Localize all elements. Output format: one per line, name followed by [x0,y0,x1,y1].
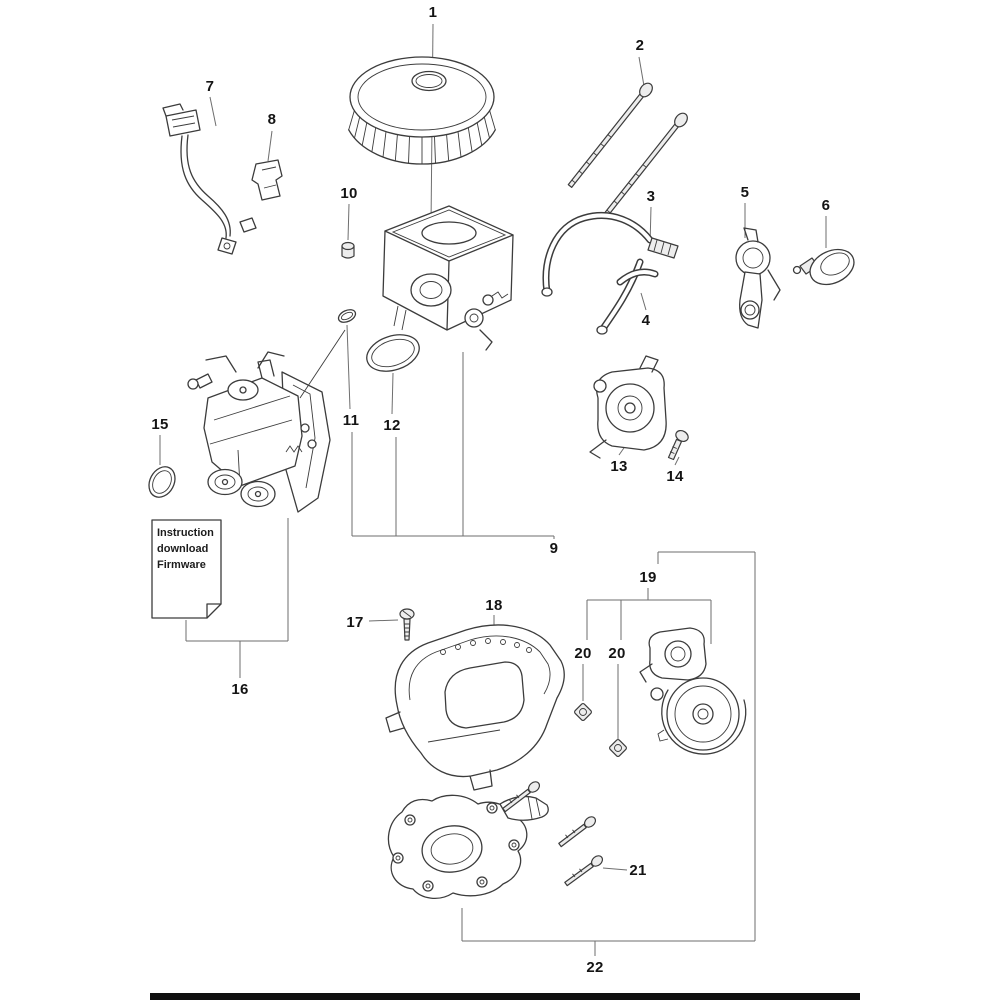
part-label-14: 14 [666,468,684,485]
small-oring-drawing [337,309,357,323]
note-line-1: Instruction [157,527,214,539]
part-label-19: 19 [639,569,657,586]
cap-nut-drawing [341,241,355,259]
note-line-3: Firmware [157,558,206,571]
air-filter-drawing [348,56,496,165]
part-label-15: 15 [151,416,169,433]
part-label-8: 8 [267,111,277,128]
instruction-note-frame [151,519,222,619]
intake-bolts-drawing [502,781,604,887]
carb-bracket-drawing [382,205,514,351]
part-label-13: 13 [610,458,628,475]
instruction-note-box: Instruction download Firmware [157,526,217,574]
part-label-9: 9 [549,540,559,557]
bar-nuts-drawing [574,703,627,757]
part-label-22: 22 [586,959,604,976]
part-label-11: 11 [342,412,360,429]
gasket-drawing [366,334,420,372]
part-label-21: 21 [629,862,647,879]
part-label-3: 3 [646,188,656,205]
wiring-harness-drawing [162,103,257,255]
top-cover-drawing [385,624,565,791]
part-label-20a: 20 [574,645,592,662]
fuel-hose-drawing [541,211,679,335]
part-label-7: 7 [205,78,215,95]
clutch-assembly-drawing [639,627,747,755]
part-label-17: 17 [346,614,364,631]
part-label-2: 2 [635,37,645,54]
part-label-5: 5 [740,184,750,201]
oil-pump-drawing [589,355,667,459]
part-label-20b: 20 [608,645,626,662]
part-label-1: 1 [428,4,438,21]
carburetor-drawing [187,329,346,513]
part-label-12: 12 [383,417,401,434]
part-label-16: 16 [231,681,249,698]
primer-bulb-drawing [792,248,855,286]
connector-drawing [251,159,283,201]
cover-screw-drawing [399,608,415,641]
part-label-4: 4 [641,312,651,329]
note-line-2: download [157,542,209,555]
purge-base-drawing [735,227,781,329]
pump-screw-drawing [667,429,689,461]
intake-manifold-drawing [387,794,549,899]
leader-lines [159,23,827,956]
part-label-10: 10 [340,185,358,202]
sealing-ring-drawing [148,466,176,498]
footer-divider-bar [150,993,860,1000]
part-label-6: 6 [821,197,831,214]
mounting-bolts-drawing [567,82,688,218]
part-label-18: 18 [485,597,503,614]
